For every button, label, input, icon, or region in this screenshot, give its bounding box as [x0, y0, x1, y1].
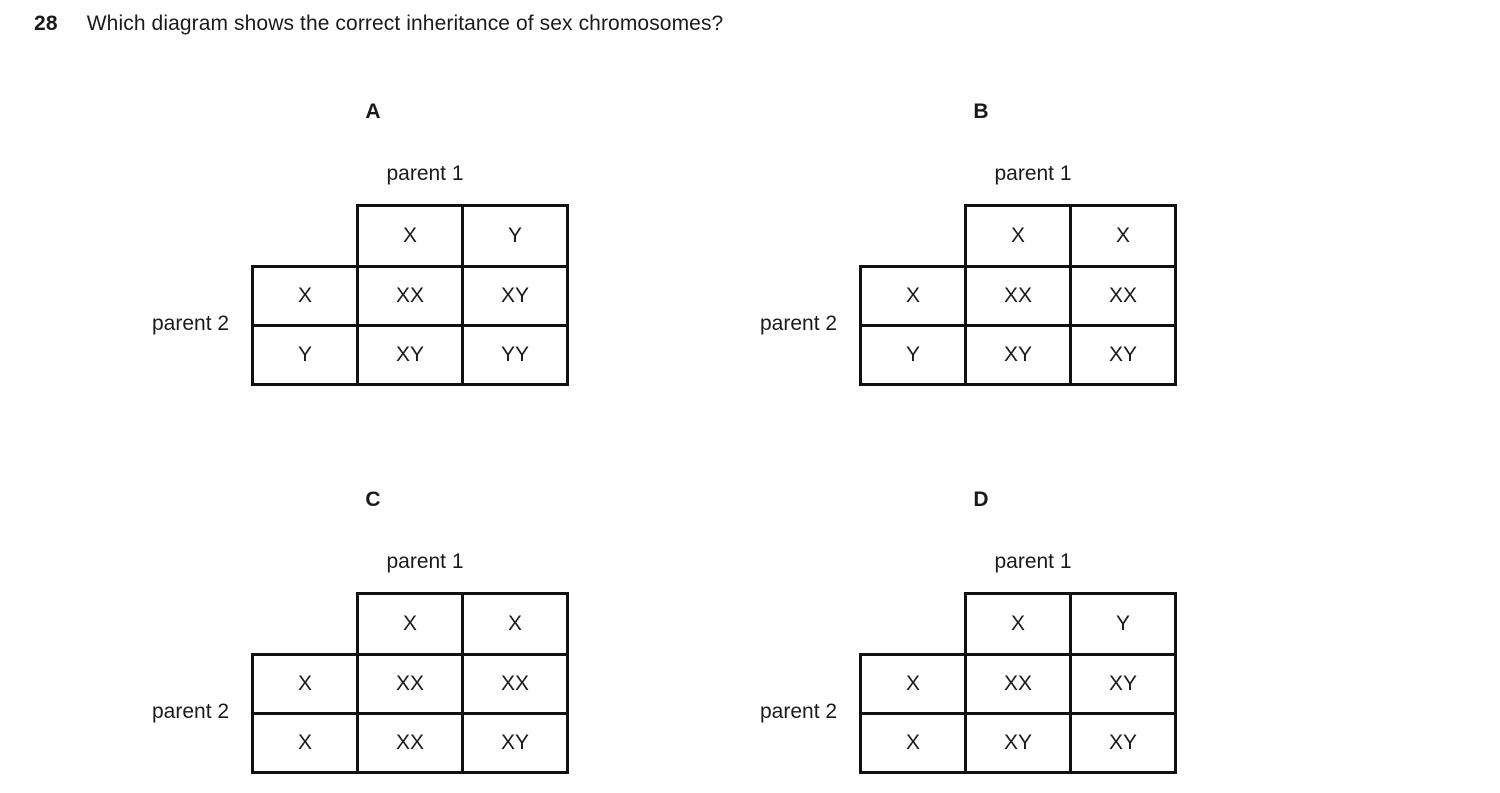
table-row: X XX XX	[859, 265, 1178, 327]
punnett-grid-wrap-b: parent 2 X X X XX XX Y XY XY	[760, 204, 1178, 386]
offspring-cell: XY	[1069, 653, 1178, 715]
parent2-allele-cell: X	[859, 712, 968, 774]
option-letter-a: A	[365, 100, 381, 123]
offspring-cell: XX	[356, 653, 465, 715]
parent2-label-d: parent 2	[760, 700, 838, 723]
table-row: X XX XY	[251, 712, 570, 774]
option-panel-b[interactable]: B parent 1 parent 2 X X X XX XX Y XY XY	[760, 100, 1220, 400]
option-letter-b: B	[973, 100, 989, 123]
punnett-grid-wrap-a: parent 2 X Y X XX XY Y XY YY	[152, 204, 570, 386]
parent1-allele-cell: X	[964, 592, 1073, 656]
offspring-cell: XY	[356, 324, 465, 386]
parent1-allele-cell: X	[356, 592, 465, 656]
corner-blank-cell	[861, 206, 966, 267]
parent2-allele-cell: X	[251, 265, 360, 327]
option-letter-d: D	[973, 488, 989, 511]
offspring-cell: YY	[461, 324, 570, 386]
parent1-allele-cell: X	[356, 204, 465, 268]
table-row-header: X X	[861, 204, 1178, 268]
option-panel-c[interactable]: C parent 1 parent 2 X X X XX XX X XX XY	[152, 488, 612, 788]
question-text: Which diagram shows the correct inherita…	[86, 12, 724, 35]
punnett-square-c: X X X XX XX X XX XY	[251, 592, 570, 774]
table-row-header: X Y	[861, 592, 1178, 656]
parent1-allele-cell: X	[1069, 204, 1178, 268]
question-header: 28 Which diagram shows the correct inher…	[34, 12, 723, 36]
parent1-label-b: parent 1	[994, 162, 1072, 185]
offspring-cell: XX	[964, 653, 1073, 715]
corner-blank-cell	[253, 594, 358, 655]
table-row: X XX XY	[859, 653, 1178, 715]
table-row: Y XY YY	[251, 324, 570, 386]
parent1-allele-cell: Y	[461, 204, 570, 268]
parent2-label-c: parent 2	[152, 700, 230, 723]
punnett-grid-wrap-d: parent 2 X Y X XX XY X XY XY	[760, 592, 1178, 774]
table-row: X XX XY	[251, 265, 570, 327]
corner-blank-cell	[861, 594, 966, 655]
parent2-allele-cell: X	[859, 265, 968, 327]
offspring-cell: XX	[356, 712, 465, 774]
parent2-allele-cell: Y	[251, 324, 360, 386]
parent2-allele-cell: X	[859, 653, 968, 715]
question-number: 28	[34, 12, 58, 35]
table-row: X XX XX	[251, 653, 570, 715]
option-letter-c: C	[365, 488, 381, 511]
parent1-label-a: parent 1	[386, 162, 464, 185]
corner-blank-cell	[253, 206, 358, 267]
table-row: X XY XY	[859, 712, 1178, 774]
option-panel-d[interactable]: D parent 1 parent 2 X Y X XX XY X XY XY	[760, 488, 1220, 788]
parent2-allele-cell: X	[251, 712, 360, 774]
punnett-square-b: X X X XX XX Y XY XY	[859, 204, 1178, 386]
offspring-cell: XX	[964, 265, 1073, 327]
parent2-allele-cell: Y	[859, 324, 968, 386]
parent1-allele-cell: Y	[1069, 592, 1178, 656]
offspring-cell: XY	[1069, 712, 1178, 774]
option-panel-a[interactable]: A parent 1 parent 2 X Y X XX XY Y XY YY	[152, 100, 612, 400]
parent2-allele-cell: X	[251, 653, 360, 715]
punnett-grid-wrap-c: parent 2 X X X XX XX X XX XY	[152, 592, 570, 774]
table-row-header: X Y	[253, 204, 570, 268]
offspring-cell: XX	[461, 653, 570, 715]
parent1-allele-cell: X	[461, 592, 570, 656]
punnett-square-d: X Y X XX XY X XY XY	[859, 592, 1178, 774]
parent2-label-b: parent 2	[760, 312, 838, 335]
offspring-cell: XY	[1069, 324, 1178, 386]
parent1-allele-cell: X	[964, 204, 1073, 268]
parent1-label-c: parent 1	[386, 550, 464, 573]
offspring-cell: XY	[461, 712, 570, 774]
punnett-square-a: X Y X XX XY Y XY YY	[251, 204, 570, 386]
parent2-label-a: parent 2	[152, 312, 230, 335]
parent1-label-d: parent 1	[994, 550, 1072, 573]
offspring-cell: XY	[964, 712, 1073, 774]
offspring-cell: XX	[1069, 265, 1178, 327]
table-row-header: X X	[253, 592, 570, 656]
offspring-cell: XY	[964, 324, 1073, 386]
offspring-cell: XX	[356, 265, 465, 327]
offspring-cell: XY	[461, 265, 570, 327]
table-row: Y XY XY	[859, 324, 1178, 386]
